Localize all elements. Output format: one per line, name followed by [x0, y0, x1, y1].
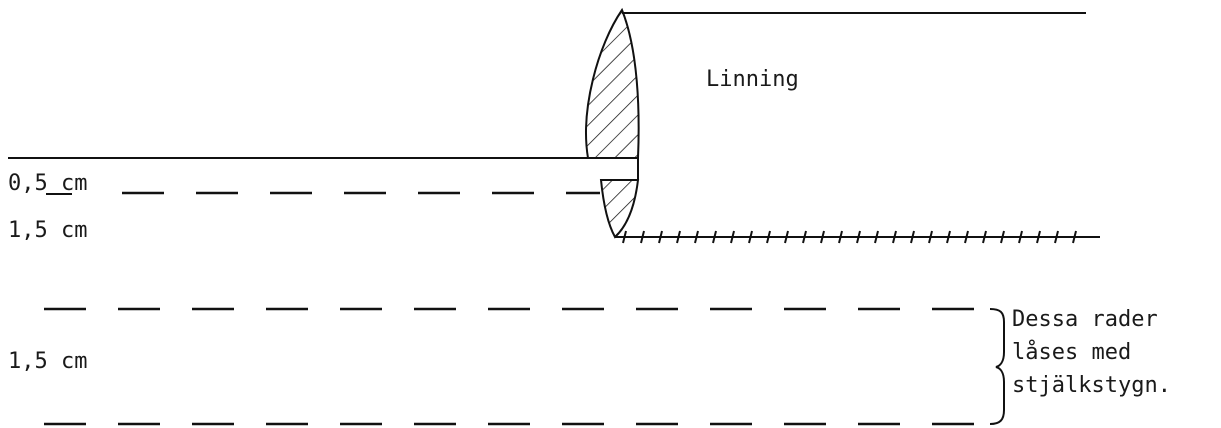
fold-cross-section	[585, 7, 640, 159]
note-line-3: stjälkstygn.	[1012, 373, 1171, 398]
stitch-tick	[784, 230, 789, 244]
stitch-tick	[928, 230, 933, 244]
stitch-tick	[622, 230, 627, 244]
stitch-tick	[676, 230, 681, 244]
stitch-tick	[838, 230, 843, 244]
stitch-tick	[748, 230, 753, 244]
stitch-tick	[1036, 230, 1041, 244]
stitch-tick	[802, 230, 807, 244]
stitch-tick	[856, 230, 861, 244]
note-line-1: Dessa rader	[1012, 307, 1158, 332]
stitch-tick	[982, 230, 987, 244]
stitch-tick	[640, 230, 645, 244]
stitch-tick	[946, 230, 951, 244]
stitch-tick	[820, 230, 825, 244]
stitch-tick	[964, 230, 969, 244]
label-seam-1-5cm-a: 1,5 cm	[8, 218, 87, 243]
stitch-tick	[892, 230, 897, 244]
label-seam-1-5cm-b: 1,5 cm	[8, 349, 87, 374]
stitch-tick	[766, 230, 771, 244]
stitch-tick	[1018, 230, 1023, 244]
stitch-tick	[712, 230, 717, 244]
note-line-2: låses med	[1012, 339, 1131, 365]
stitch-tick	[694, 230, 699, 244]
stitch-tick	[1054, 230, 1059, 244]
stitch-tick	[874, 230, 879, 244]
stitch-ticks	[622, 230, 1077, 244]
stitch-tick	[1072, 230, 1077, 244]
stitch-tick	[1000, 230, 1005, 244]
label-linning: Linning	[706, 67, 799, 92]
stitch-tick	[910, 230, 915, 244]
stitch-tick	[730, 230, 735, 244]
brace	[989, 308, 1005, 425]
label-seam-0-5cm: 0,5 cm	[8, 171, 87, 196]
fold-lower-section	[599, 179, 640, 239]
stitch-tick	[658, 230, 663, 244]
